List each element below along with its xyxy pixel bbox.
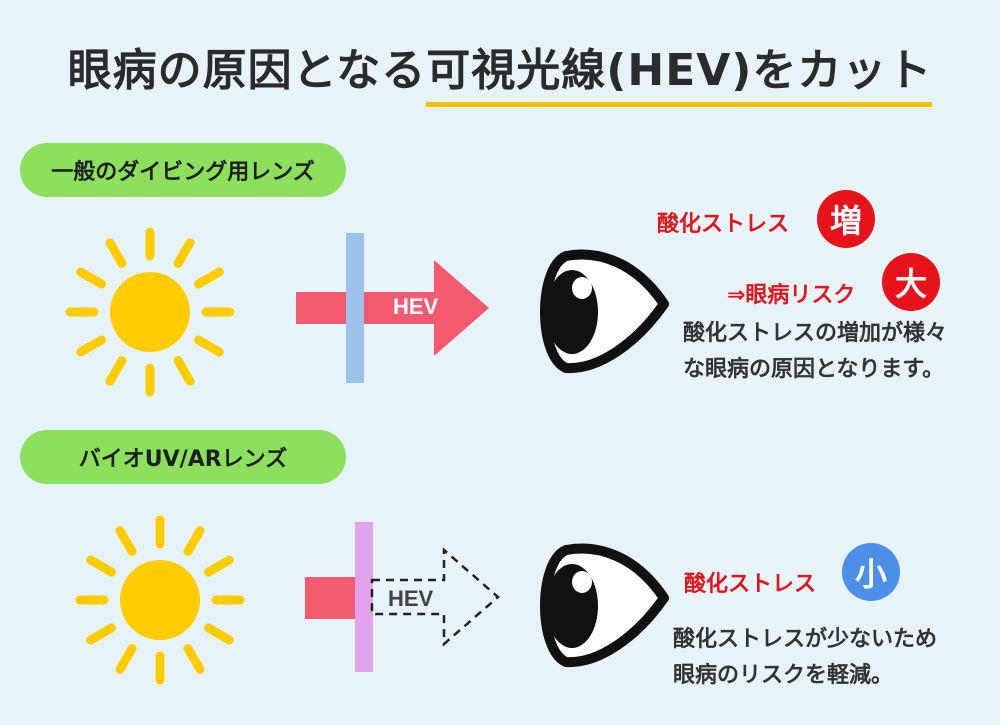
general-description: 酸化ストレスの増加が様々 な眼病の原因となります。 [683, 316, 947, 388]
general-lens-pill: 一般のダイビング用レンズ [20, 143, 346, 197]
dashed-arrow-shape [370, 547, 500, 647]
sun-ray [194, 335, 224, 357]
general-filter-bar [346, 233, 364, 383]
bio-lens-pill: バイオUV/ARレンズ [20, 430, 346, 484]
sun-ray [115, 644, 137, 674]
blocked-hev-stub [305, 577, 360, 619]
sun-ray [76, 335, 106, 357]
eye-highlight [572, 571, 592, 593]
sun-ray [194, 267, 224, 289]
sun-ray [86, 555, 116, 577]
stress-increase-badge: 増 [817, 190, 875, 248]
sun-ray [173, 356, 195, 386]
bio-description: 酸化ストレスが少ないため 眼病のリスクを軽減。 [673, 622, 937, 694]
sun-ray [173, 238, 195, 268]
general-stress-label: 酸化ストレス [657, 212, 790, 237]
stress-small-badge: 小 [842, 543, 900, 601]
sun-disc [110, 272, 190, 352]
risk-large-badge: 大 [882, 253, 940, 311]
general-description-line1: 酸化ストレスの増加が様々 [683, 321, 948, 346]
dashed-arrow-icon [370, 547, 500, 647]
title-part2-underlined: 可視光線(HEV)をカット [426, 34, 933, 107]
sun-rays [65, 227, 235, 397]
bio-stress-label: 酸化ストレス [684, 572, 817, 597]
title-part1: 眼病の原因となる [67, 45, 427, 96]
sun-icon [75, 515, 245, 685]
hev-arrow-label: HEV [393, 294, 439, 319]
bio-filter-bar [355, 522, 373, 672]
page-title-wrap: 眼病の原因となる可視光線(HEV)をカット [0, 34, 1000, 107]
page-title: 眼病の原因となる可視光線(HEV)をカット [67, 45, 933, 107]
sun-ray [86, 623, 116, 645]
sun-ray [115, 526, 137, 556]
eye-icon [540, 543, 669, 668]
eye-highlight [572, 277, 592, 299]
arrow-shape [296, 260, 489, 356]
sun-ray [204, 623, 234, 645]
sun-ray [105, 238, 127, 268]
bio-description-line1: 酸化ストレスが少ないため [673, 627, 938, 652]
sun-ray [105, 356, 127, 386]
dashed-hev-label: HEV [388, 586, 434, 611]
eye-disease-risk-label: ⇒眼病リスク [727, 283, 856, 308]
eye-icon [540, 249, 669, 374]
hev-arrow-icon [296, 260, 489, 356]
sun-icon [65, 227, 235, 397]
sun-ray [183, 644, 205, 674]
sun-ray [76, 267, 106, 289]
sun-ray [204, 555, 234, 577]
general-description-line2: な眼病の原因となります。 [683, 357, 945, 382]
sun-ray [183, 526, 205, 556]
bio-description-line2: 眼病のリスクを軽減。 [673, 663, 894, 688]
sun-disc [120, 560, 200, 640]
sun-rays [75, 515, 245, 685]
